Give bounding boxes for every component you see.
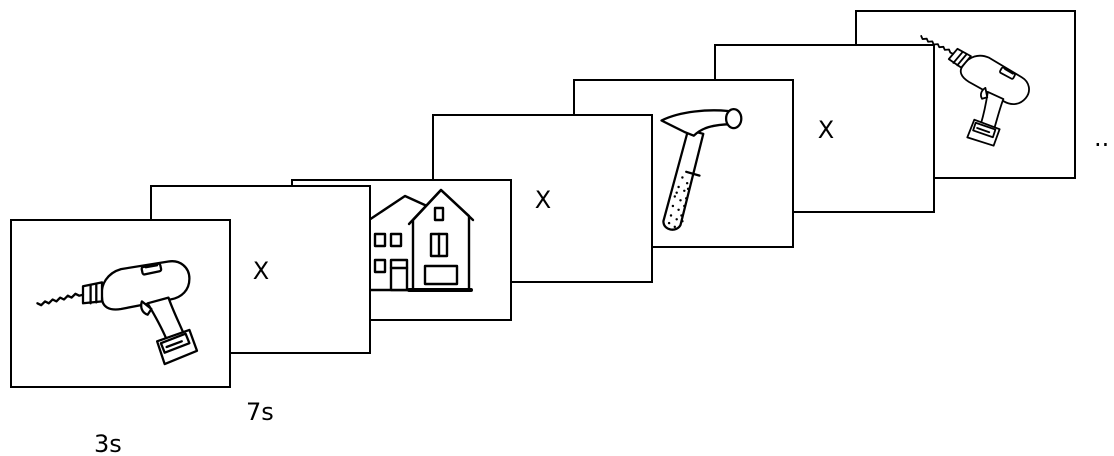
fixation-duration-label: 7s [246, 398, 274, 426]
fixation-cross: X [818, 116, 834, 144]
continuation-ellipsis: .. [1094, 124, 1109, 152]
frame-1-drill [11, 220, 230, 387]
fixation-cross: X [535, 186, 551, 214]
stimulus-duration-label: 3s [94, 430, 122, 456]
fixation-cross: X [253, 257, 269, 285]
